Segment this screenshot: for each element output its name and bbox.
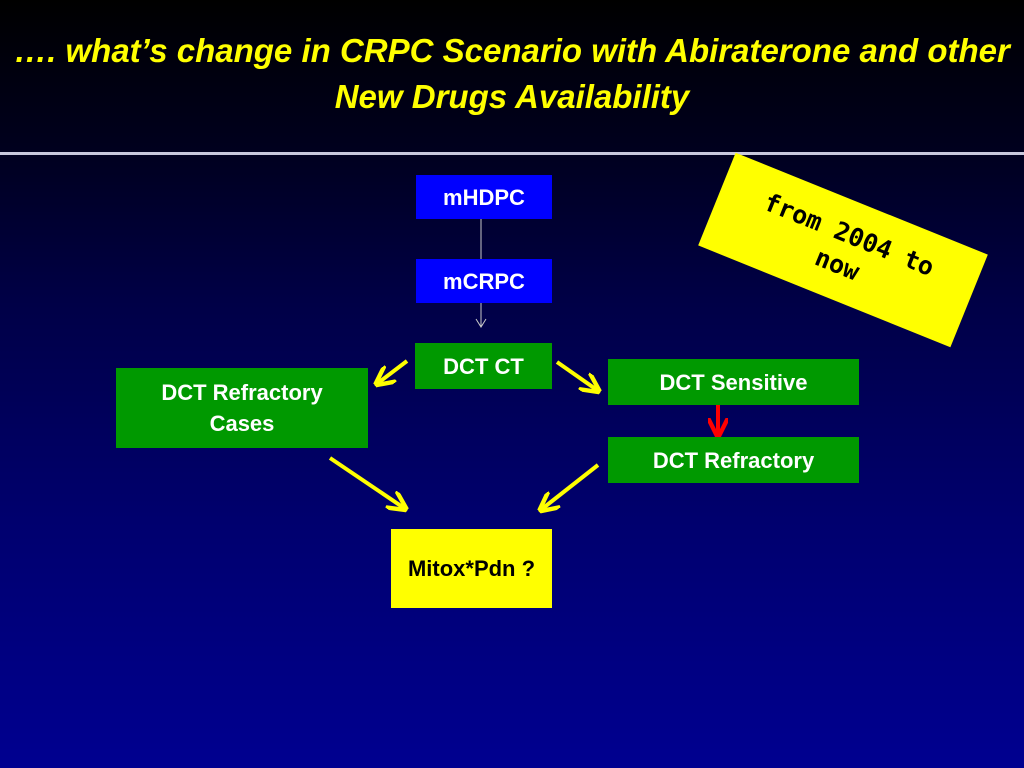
mhdpc-box: mHDPC <box>416 175 552 219</box>
arrow-dct-ct-to-refractory-cases <box>378 359 409 383</box>
arrow-dct-ct-to-sensitive <box>555 360 597 390</box>
dct-refractory-cases-label: DCT Refractory Cases <box>161 380 323 436</box>
mhdpc-label: mHDPC <box>443 184 525 210</box>
dct-refractory-label: DCT Refractory <box>652 447 815 473</box>
arrow-refractory-to-mitox <box>542 463 600 509</box>
mcrpc-box: mCRPC <box>416 259 552 303</box>
mcrpc-label: mCRPC <box>443 268 525 294</box>
title-divider <box>0 152 1024 155</box>
connector-arrowhead-dct-ct <box>475 318 487 328</box>
dct-refractory-box: DCT Refractory <box>608 437 859 483</box>
mitox-pdn-box: Mitox*Pdn ? <box>391 529 552 608</box>
arrow-refractory-cases-to-mitox <box>328 456 404 508</box>
dct-sensitive-label: DCT Sensitive <box>659 369 808 395</box>
dct-ct-label: DCT CT <box>443 353 524 379</box>
dct-sensitive-box: DCT Sensitive <box>608 359 859 405</box>
mitox-pdn-label: Mitox*Pdn ? <box>407 556 536 581</box>
dct-refractory-cases-box: DCT Refractory Cases <box>116 368 368 448</box>
dct-ct-box: DCT CT <box>415 343 552 389</box>
slide-title: …. what’s change in CRPC Scenario with A… <box>14 32 1010 115</box>
